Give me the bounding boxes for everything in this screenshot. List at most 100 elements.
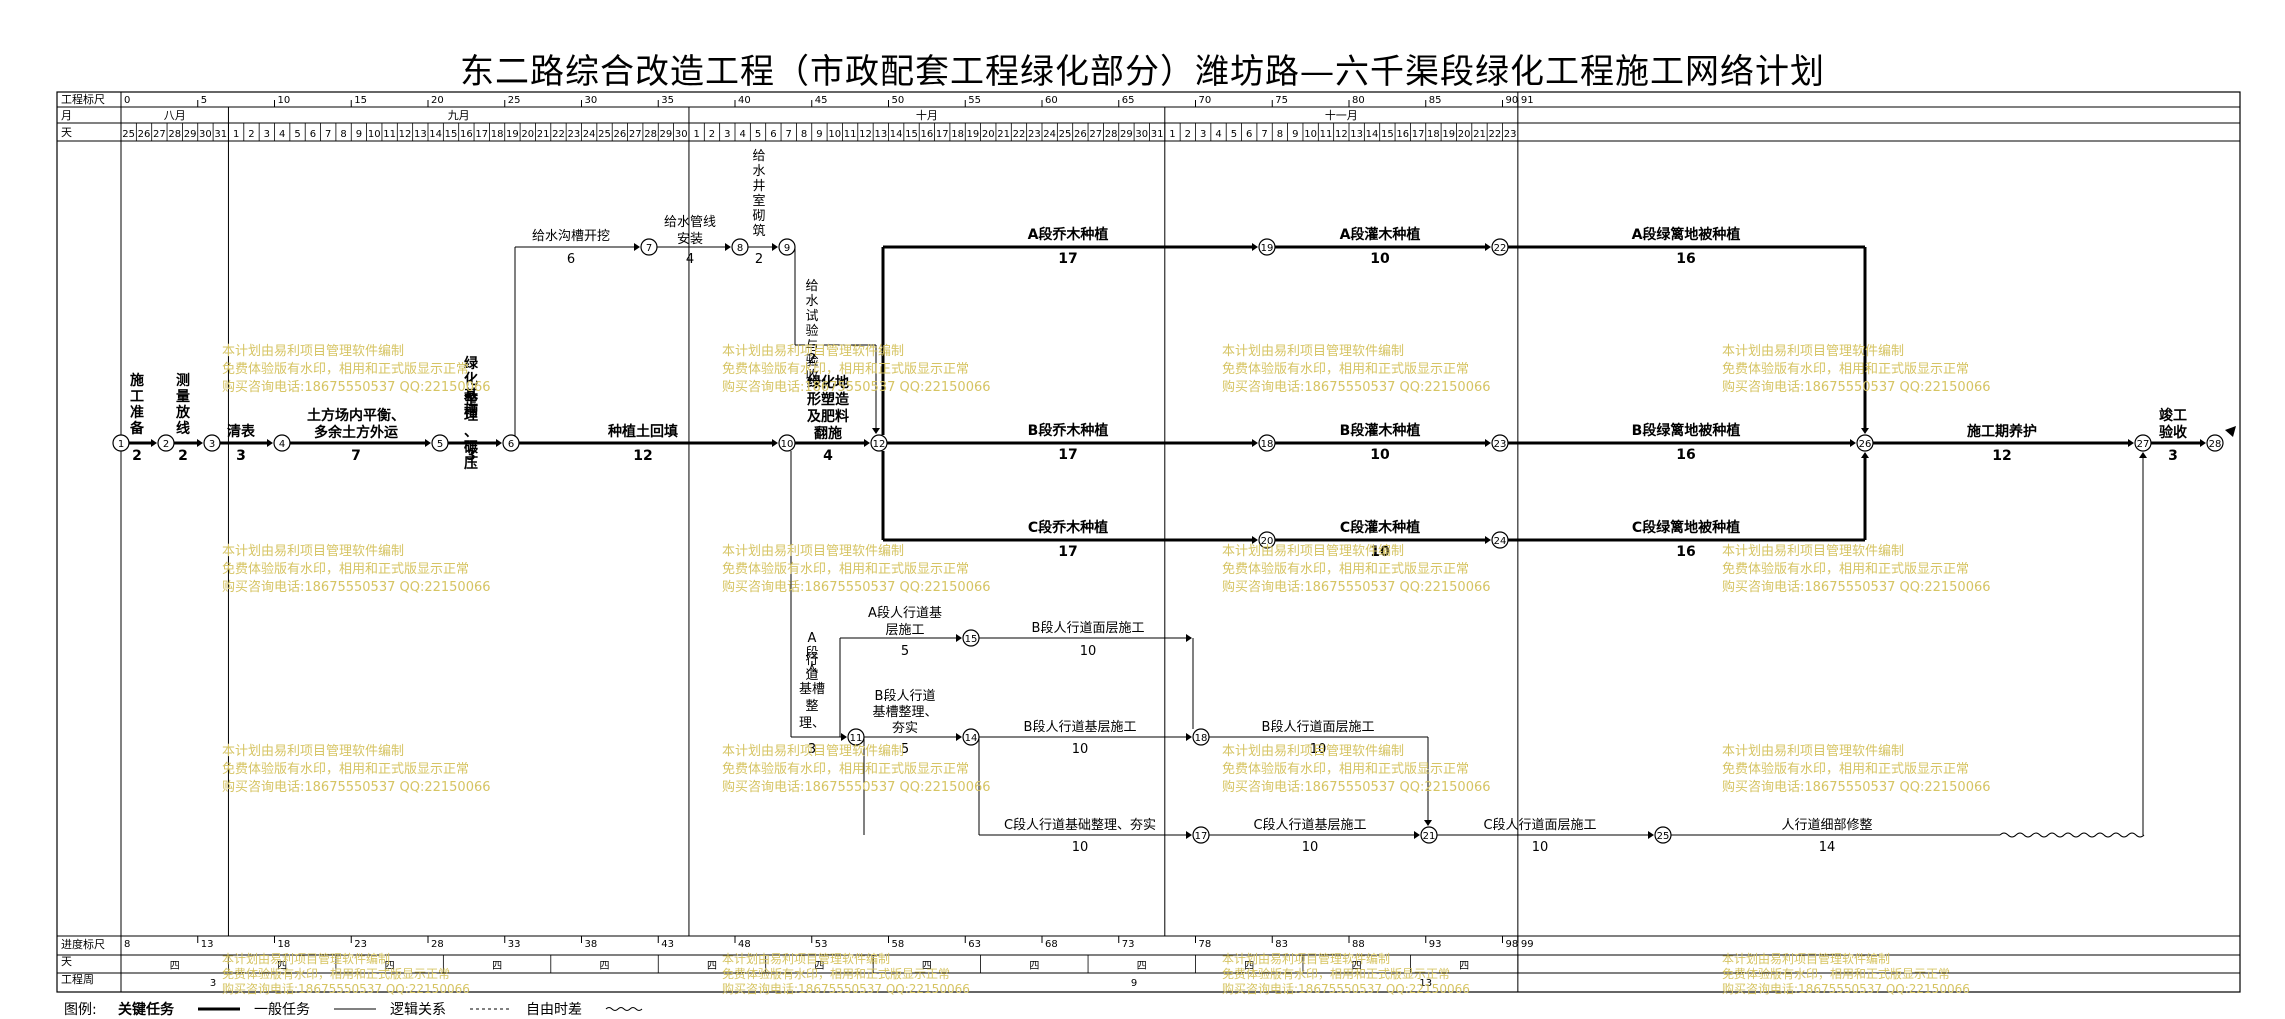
task-label: 施工期养护 — [1967, 423, 2037, 440]
task-A汇合 — [1861, 247, 1869, 434]
arrow-head — [1485, 536, 1491, 544]
task-label: B段绿篱地被种植 — [1632, 422, 1741, 439]
task-label: C段人行道基础整理、夯实 — [1004, 818, 1156, 833]
task-label: 绿 — [464, 355, 479, 372]
task-label: A段乔木种植 — [1028, 226, 1109, 243]
scale-tick-label: 33 — [508, 939, 521, 950]
day-label: 19 — [506, 129, 519, 140]
watermark-text: 购买咨询电话:18675550537 QQ:22150066 — [222, 779, 491, 795]
watermark-text: 本计划由易利项目管理软件编制 — [222, 744, 404, 759]
task-给水井室砌筑 — [748, 243, 778, 251]
task-B段灌木 — [1275, 439, 1491, 447]
day-label: 1 — [1169, 129, 1175, 140]
day-label: 5 — [1231, 129, 1237, 140]
scale-tick-label: 35 — [661, 95, 674, 106]
arrow-head — [1252, 243, 1258, 251]
day-label: 25 — [122, 129, 135, 140]
task-label: 室 — [752, 193, 765, 209]
task-label: 竣工 — [2159, 407, 2187, 424]
task-label: 测 — [176, 372, 190, 389]
day-label: 17 — [936, 129, 949, 140]
day-label: 13 — [414, 129, 427, 140]
watermark-text: 免费体验版有水印，相用和正式版显示正常 — [1722, 361, 1969, 377]
watermark-text: 免费体验版有水印，相用和正式版显示正常 — [722, 966, 950, 981]
watermark-text: 免费体验版有水印，相用和正式版显示正常 — [1222, 966, 1450, 981]
day-label: 9 — [356, 129, 362, 140]
day-label: 29 — [1120, 129, 1133, 140]
day-label: 12 — [859, 129, 872, 140]
watermark-text: 购买咨询电话:18675550537 QQ:22150066 — [1222, 379, 1491, 395]
node-number: 18 — [1195, 733, 1208, 744]
task-label: 基槽 — [799, 682, 825, 697]
task-duration: 3 — [2168, 448, 2178, 464]
day-label: 25 — [598, 129, 611, 140]
day-label: 17 — [1412, 129, 1425, 140]
watermark-text: 免费体验版有水印，相用和正式版显示正常 — [722, 561, 969, 577]
weekday-mark: 四 — [492, 961, 502, 972]
node-circle — [1491, 238, 1509, 256]
node-number: 6 — [508, 439, 514, 450]
task-duration: 3 — [236, 448, 246, 464]
day-label: 2 — [709, 129, 715, 140]
legend-item: 逻辑关系 — [390, 1002, 446, 1018]
scale-tick-label: 40 — [738, 95, 751, 106]
task-C段人行道面层 — [1437, 831, 1654, 839]
scale-tick-label: 30 — [585, 95, 598, 106]
arrow-head — [1186, 831, 1192, 839]
arrow-head — [1861, 428, 1869, 434]
week-number: 9 — [1131, 978, 1137, 989]
event-node: 6 — [502, 434, 520, 452]
event-node: 26 — [1856, 434, 1874, 452]
task-label: 绿化地 — [807, 374, 849, 391]
watermark-text: 购买咨询电话:18675550537 QQ:22150066 — [222, 379, 491, 395]
task-人行道细部修整 — [2139, 452, 2147, 835]
day-label: 16 — [460, 129, 473, 140]
task-label: 工 — [130, 389, 144, 405]
watermark-text: 本计划由易利项目管理软件编制 — [1222, 744, 1404, 759]
day-label: 9 — [1292, 129, 1298, 140]
task-label: C段绿篱地被种植 — [1632, 519, 1740, 536]
watermark-text: 免费体验版有水印，相用和正式版显示正常 — [222, 761, 469, 777]
task-label: A — [808, 631, 817, 646]
node-number: 26 — [1859, 439, 1872, 450]
day-label: 28 — [168, 129, 181, 140]
arrow-head — [864, 439, 870, 447]
node-number: 18 — [1261, 439, 1274, 450]
node-number: 2 — [163, 439, 169, 450]
day-label: 2 — [1185, 129, 1191, 140]
watermark-text: 购买咨询电话:18675550537 QQ:22150066 — [222, 579, 491, 595]
task-种植土回填 — [519, 439, 778, 447]
scale-row-label: 工程标尺 — [61, 92, 105, 106]
scale-tick-label: 23 — [354, 939, 367, 950]
event-node: 19 — [1258, 238, 1276, 256]
task-label: 试 — [805, 309, 818, 324]
arrow-head — [2139, 452, 2147, 458]
day-label: 5 — [294, 129, 300, 140]
task-duration: 10 — [1072, 840, 1089, 855]
day-label: 20 — [1458, 129, 1471, 140]
arrow-head — [1186, 634, 1192, 642]
task-给水试验 — [872, 345, 880, 434]
task-label: 整 — [805, 699, 818, 714]
task-label: 、 — [464, 424, 478, 440]
task-label: 给 — [752, 149, 765, 164]
task-duration: 10 — [1370, 544, 1390, 560]
scale-tick-label: 43 — [661, 939, 674, 950]
day-label: 7 — [1261, 129, 1267, 140]
task-label: B段人行道面层施工 — [1262, 720, 1375, 735]
event-node: 8 — [731, 238, 749, 256]
task-label: C段灌木种植 — [1340, 519, 1420, 536]
watermark-text: 免费体验版有水印，相用和正式版显示正常 — [222, 361, 469, 377]
scale-tick-label: 63 — [968, 939, 981, 950]
arrow-head — [1850, 439, 1856, 447]
node-number: 17 — [1195, 831, 1208, 842]
task-duration: 17 — [1058, 251, 1077, 267]
day-label: 14 — [429, 129, 442, 140]
finish-flag — [2225, 426, 2236, 437]
task-label: 验 — [805, 353, 818, 369]
node-number: 23 — [1494, 439, 1507, 450]
scale-row-label: 进度标尺 — [61, 937, 105, 951]
task-label: 翻施 — [814, 425, 842, 442]
task-label: 给 — [805, 279, 818, 294]
